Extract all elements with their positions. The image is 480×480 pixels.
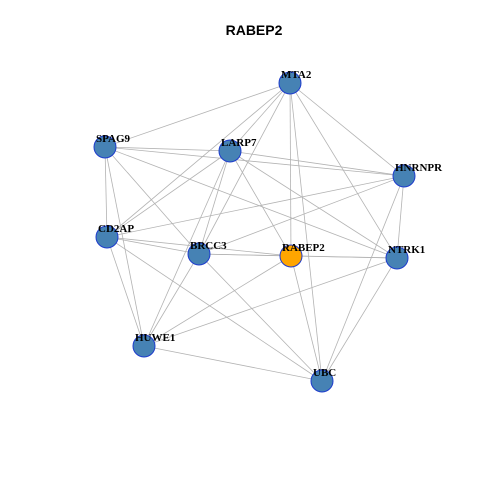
edge-brcc3-huwe1 xyxy=(143,253,200,347)
edge-mta2-brcc3 xyxy=(198,82,291,255)
edge-spag9-larp7 xyxy=(104,146,231,152)
edge-larp7-rabep2 xyxy=(229,150,292,257)
edge-spag9-huwe1 xyxy=(104,146,145,347)
edge-rabep2-ubc xyxy=(290,255,323,382)
node-cd2ap[interactable] xyxy=(95,225,119,249)
edge-larp7-huwe1 xyxy=(143,150,231,347)
node-rabep2[interactable] xyxy=(279,244,303,268)
edge-rabep2-ntrk1 xyxy=(290,255,398,259)
graph-title: RABEP2 xyxy=(226,22,283,38)
edge-spag9-ntrk1 xyxy=(104,146,398,259)
node-label-hnrnpr: HNRNPR xyxy=(395,162,443,174)
node-label-ntrk1: NTRK1 xyxy=(388,244,425,256)
edge-hnrnpr-ubc xyxy=(321,175,405,382)
edge-mta2-spag9 xyxy=(104,82,291,148)
node-hnrnpr[interactable] xyxy=(392,164,416,188)
edge-mta2-ubc xyxy=(289,82,323,382)
node-label-rabep2: RABEP2 xyxy=(282,242,325,254)
edge-mta2-hnrnpr xyxy=(289,82,405,177)
node-label-spag9: SPAG9 xyxy=(96,133,131,145)
edge-spag9-cd2ap xyxy=(104,146,108,238)
node-mta2[interactable] xyxy=(278,71,302,95)
edge-spag9-hnrnpr xyxy=(104,146,405,177)
node-label-brcc3: BRCC3 xyxy=(190,240,227,252)
node-layer xyxy=(93,71,416,393)
node-label-cd2ap: CD2AP xyxy=(98,223,134,235)
edge-mta2-cd2ap xyxy=(106,82,291,238)
edge-huwe1-ubc xyxy=(143,345,323,382)
edge-hnrnpr-brcc3 xyxy=(198,175,405,255)
node-label-ubc: UBC xyxy=(313,367,336,379)
edge-larp7-hnrnpr xyxy=(229,150,405,177)
edge-spag9-brcc3 xyxy=(104,146,200,255)
edge-ntrk1-huwe1 xyxy=(143,257,398,347)
node-label-mta2: MTA2 xyxy=(281,69,312,81)
node-label-huwe1: HUWE1 xyxy=(135,332,175,344)
node-spag9[interactable] xyxy=(93,135,117,159)
node-larp7[interactable] xyxy=(218,139,242,163)
edge-larp7-cd2ap xyxy=(106,150,231,238)
edge-brcc3-ubc xyxy=(198,253,323,382)
edge-larp7-brcc3 xyxy=(198,150,231,255)
node-ubc[interactable] xyxy=(310,369,334,393)
node-huwe1[interactable] xyxy=(132,334,156,358)
edge-mta2-larp7 xyxy=(229,82,291,152)
edge-rabep2-huwe1 xyxy=(143,255,292,347)
edge-cd2ap-ubc xyxy=(106,236,323,382)
node-label-larp7: LARP7 xyxy=(221,137,257,149)
edge-larp7-ntrk1 xyxy=(229,150,398,259)
edge-ntrk1-ubc xyxy=(321,257,398,382)
edge-hnrnpr-ntrk1 xyxy=(396,175,405,259)
edge-hnrnpr-cd2ap xyxy=(106,175,405,238)
edge-cd2ap-brcc3 xyxy=(106,236,200,255)
edge-mta2-rabep2 xyxy=(289,82,292,257)
node-ntrk1[interactable] xyxy=(385,246,409,270)
edge-cd2ap-huwe1 xyxy=(106,236,145,347)
node-brcc3[interactable] xyxy=(187,242,211,266)
edge-layer xyxy=(104,82,405,382)
